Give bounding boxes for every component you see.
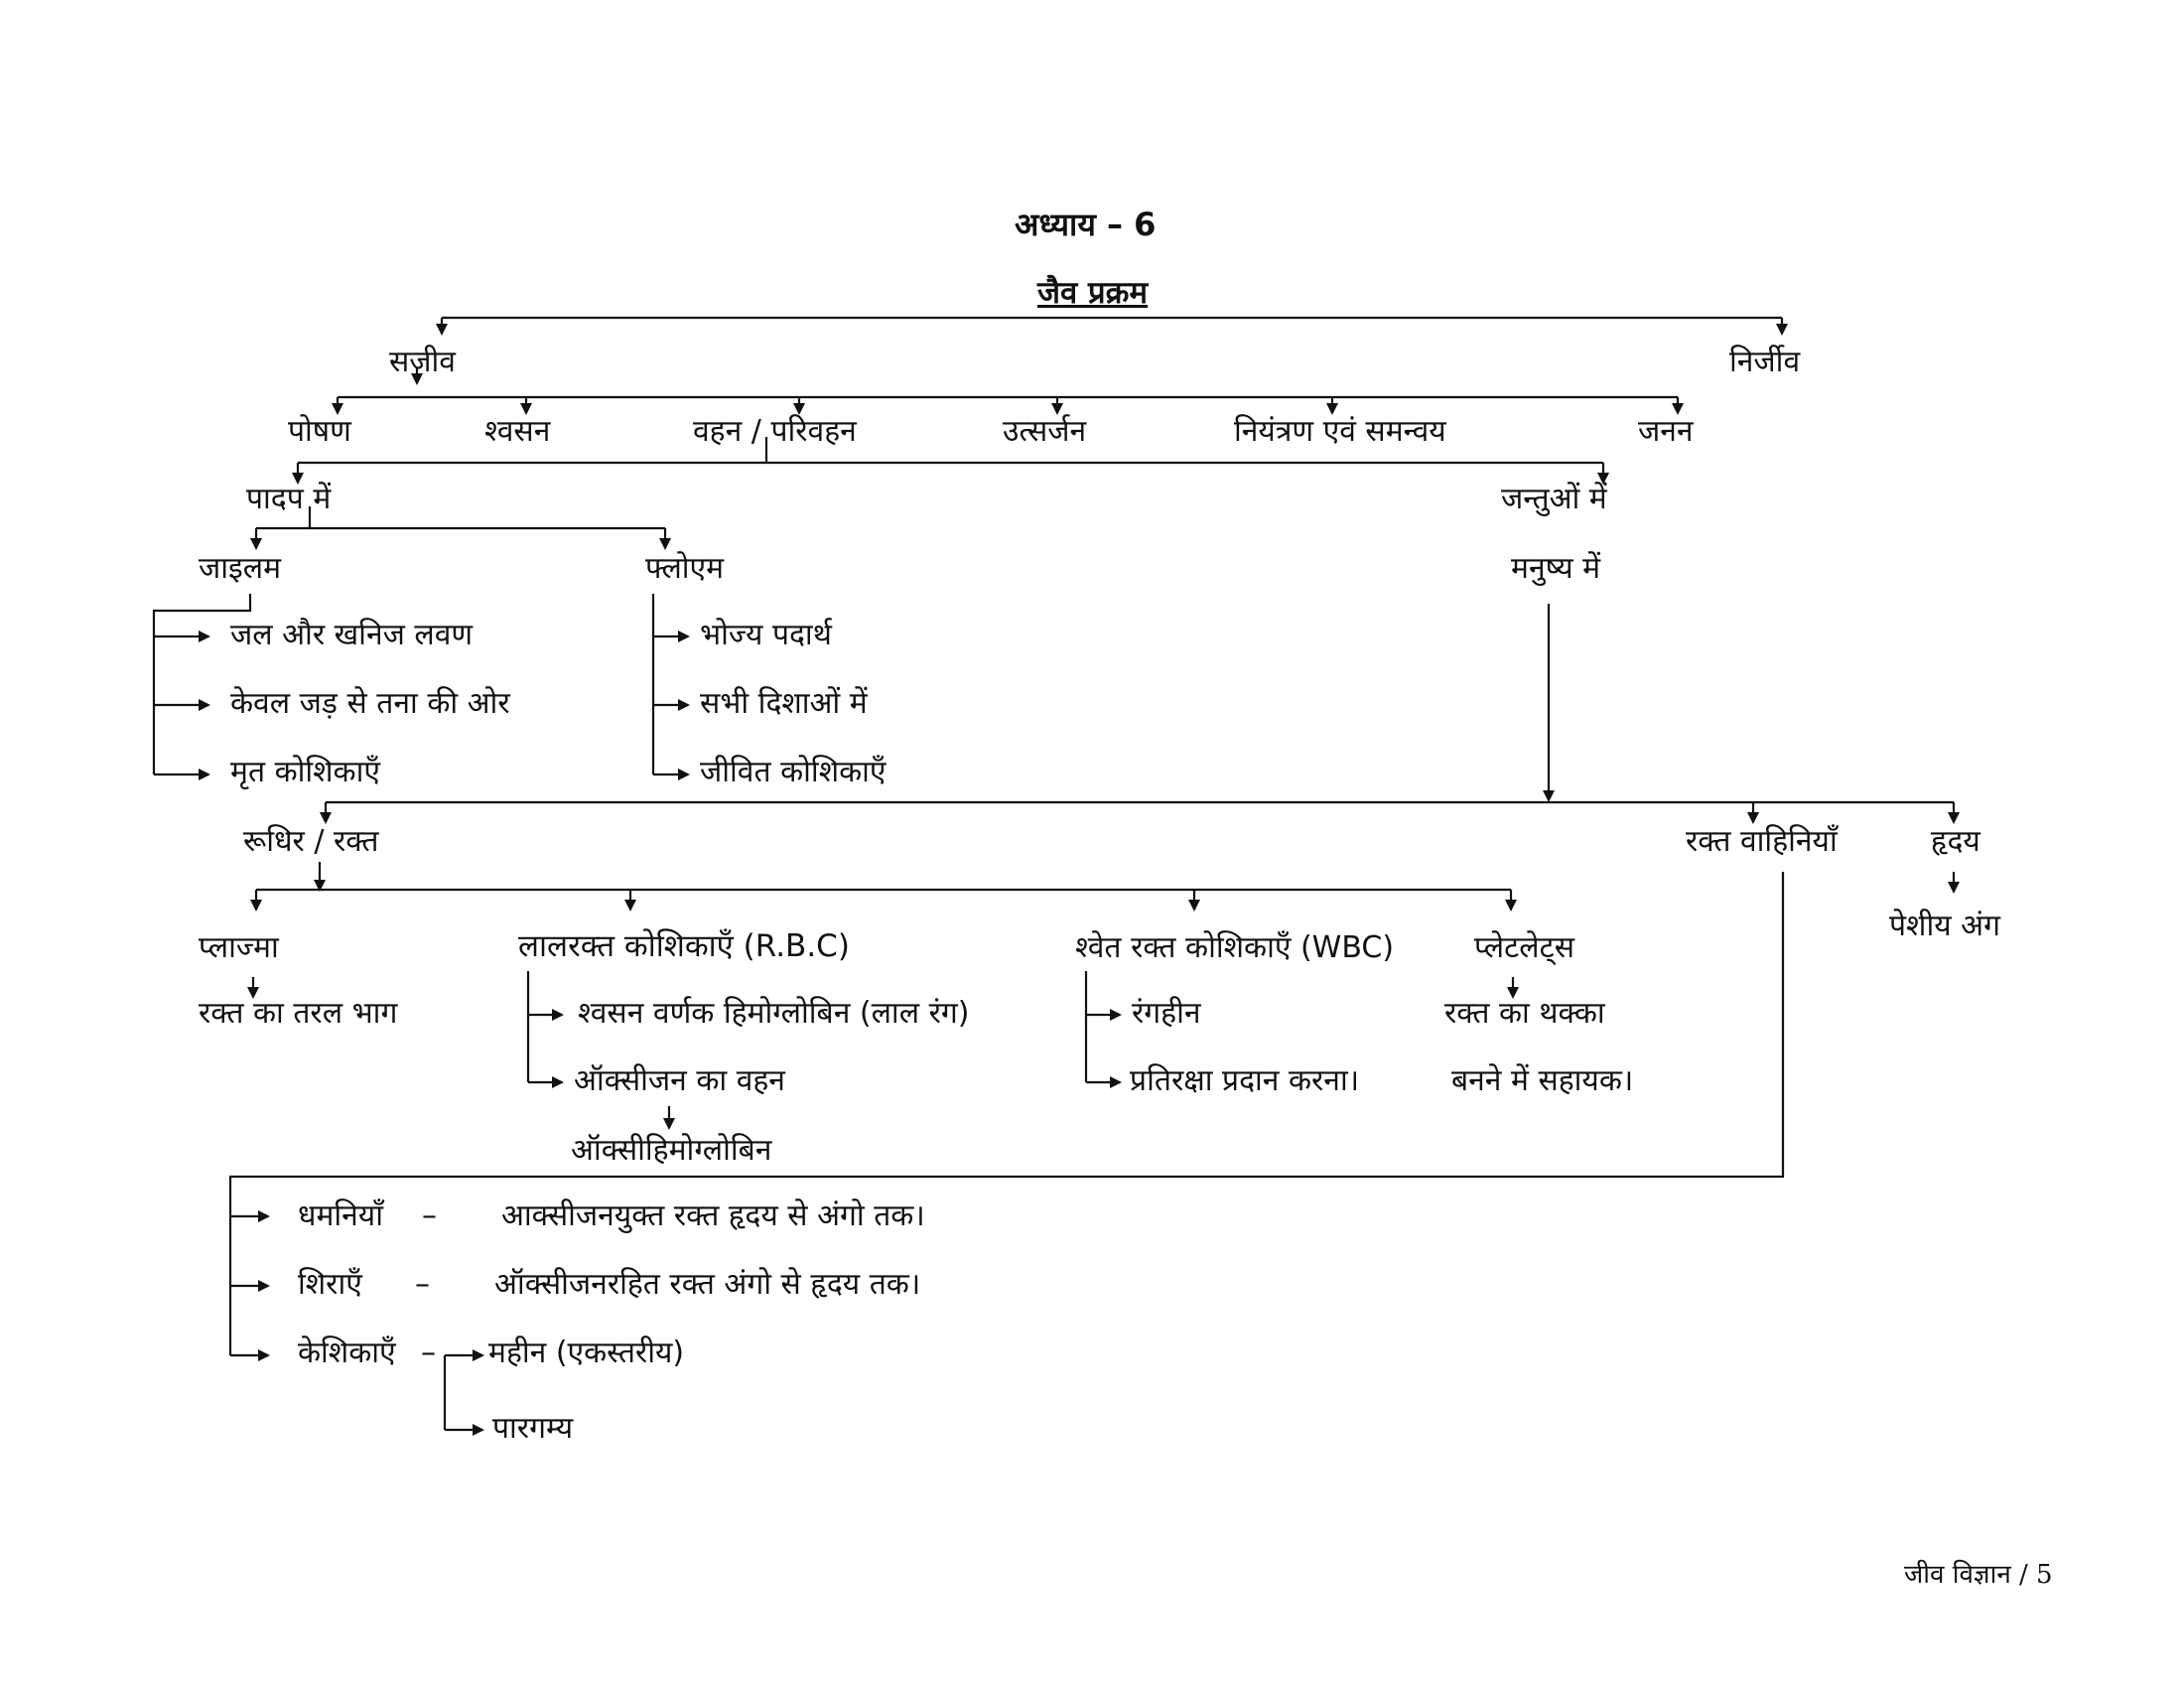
vessel-dash: – — [422, 1198, 437, 1233]
node-blood-vessels: रक्त वाहिनियाँ — [1686, 824, 1838, 859]
rbc-result: ऑक्सीहिमोग्लोबिन — [571, 1133, 772, 1168]
vessel-capillaries: केशिकाएँ — [298, 1336, 396, 1370]
diagram-heading: जैव प्रक्रम — [1037, 275, 1149, 311]
wbc-item: प्रतिरक्षा प्रदान करना। — [1130, 1063, 1360, 1098]
rbc-item: ऑक्सीजन का वहन — [574, 1063, 785, 1098]
node-blood: रूधिर / रक्त — [243, 824, 379, 859]
connector-xylem-items — [152, 594, 252, 774]
vessel-dash: – — [415, 1267, 430, 1302]
vessel-veins: शिराएँ — [298, 1267, 362, 1302]
phloem-item: सभी दिशाओं में — [700, 686, 868, 721]
node-plasma: प्लाज्मा — [199, 930, 279, 965]
node-in-animals: जन्तुओं में — [1501, 482, 1607, 516]
wbc-item: रंगहीन — [1132, 996, 1201, 1031]
node-in-plants: पादप में — [246, 482, 332, 516]
xylem-item: मृत कोशिकाएँ — [230, 755, 380, 789]
plasma-description: रक्त का तरल भाग — [199, 996, 398, 1031]
xylem-item: जल और खनिज लवण — [230, 618, 474, 652]
node-reproduction: जनन — [1638, 414, 1694, 449]
page-footer: जीव विज्ञान / 5 — [1904, 1560, 2053, 1590]
node-respiration: श्वसन — [484, 414, 551, 449]
node-living: सजीव — [389, 345, 456, 379]
platelet-description: रक्त का थक्का — [1444, 996, 1605, 1031]
rbc-item: श्वसन वर्णक हिमोग्लोबिन (लाल रंग) — [578, 996, 970, 1031]
node-phloem: फ्लोएम — [645, 551, 725, 586]
phloem-item: जीवित कोशिकाएँ — [700, 755, 887, 789]
capillary-item: पारगम्य — [492, 1411, 574, 1446]
node-nutrition: पोषण — [288, 414, 351, 449]
platelet-description: बनने में सहायक। — [1451, 1063, 1634, 1098]
node-wbc: श्वेत रक्त कोशिकाएँ (WBC) — [1075, 930, 1395, 965]
node-nonliving: निर्जीव — [1729, 345, 1801, 379]
connector-vessel-types — [228, 872, 1785, 1355]
phloem-item: भोज्य पदार्थ — [700, 618, 832, 652]
node-excretion: उत्सर्जन — [1003, 414, 1087, 449]
capillary-item: महीन (एकस्तरीय) — [488, 1336, 685, 1370]
node-transport: वहन / परिवहन — [693, 414, 857, 449]
arteries-description: आक्सीजनयुक्त रक्त हृदय से अंगो तक। — [501, 1198, 925, 1233]
node-in-human: मनुष्य में — [1511, 551, 1601, 586]
xylem-item: केवल जड़ से तना की ओर — [230, 686, 510, 721]
heart-description: पेशीय अंग — [1889, 909, 2000, 943]
vessel-arteries: धमनियाँ — [298, 1198, 383, 1233]
node-control-coordination: नियंत्रण एवं समन्वय — [1234, 414, 1446, 449]
node-heart: हृदय — [1931, 824, 1980, 859]
node-platelets: प्लेटलेट्स — [1474, 930, 1574, 965]
vessel-dash: – — [421, 1336, 436, 1370]
chapter-title: अध्याय – 6 — [1015, 206, 1157, 243]
node-xylem: जाइलम — [199, 551, 282, 586]
veins-description: ऑक्सीजनरहित रक्त अंगो से हृदय तक। — [494, 1267, 921, 1302]
node-rbc: लालरक्त कोशिकाएँ (R.B.C) — [518, 928, 850, 964]
